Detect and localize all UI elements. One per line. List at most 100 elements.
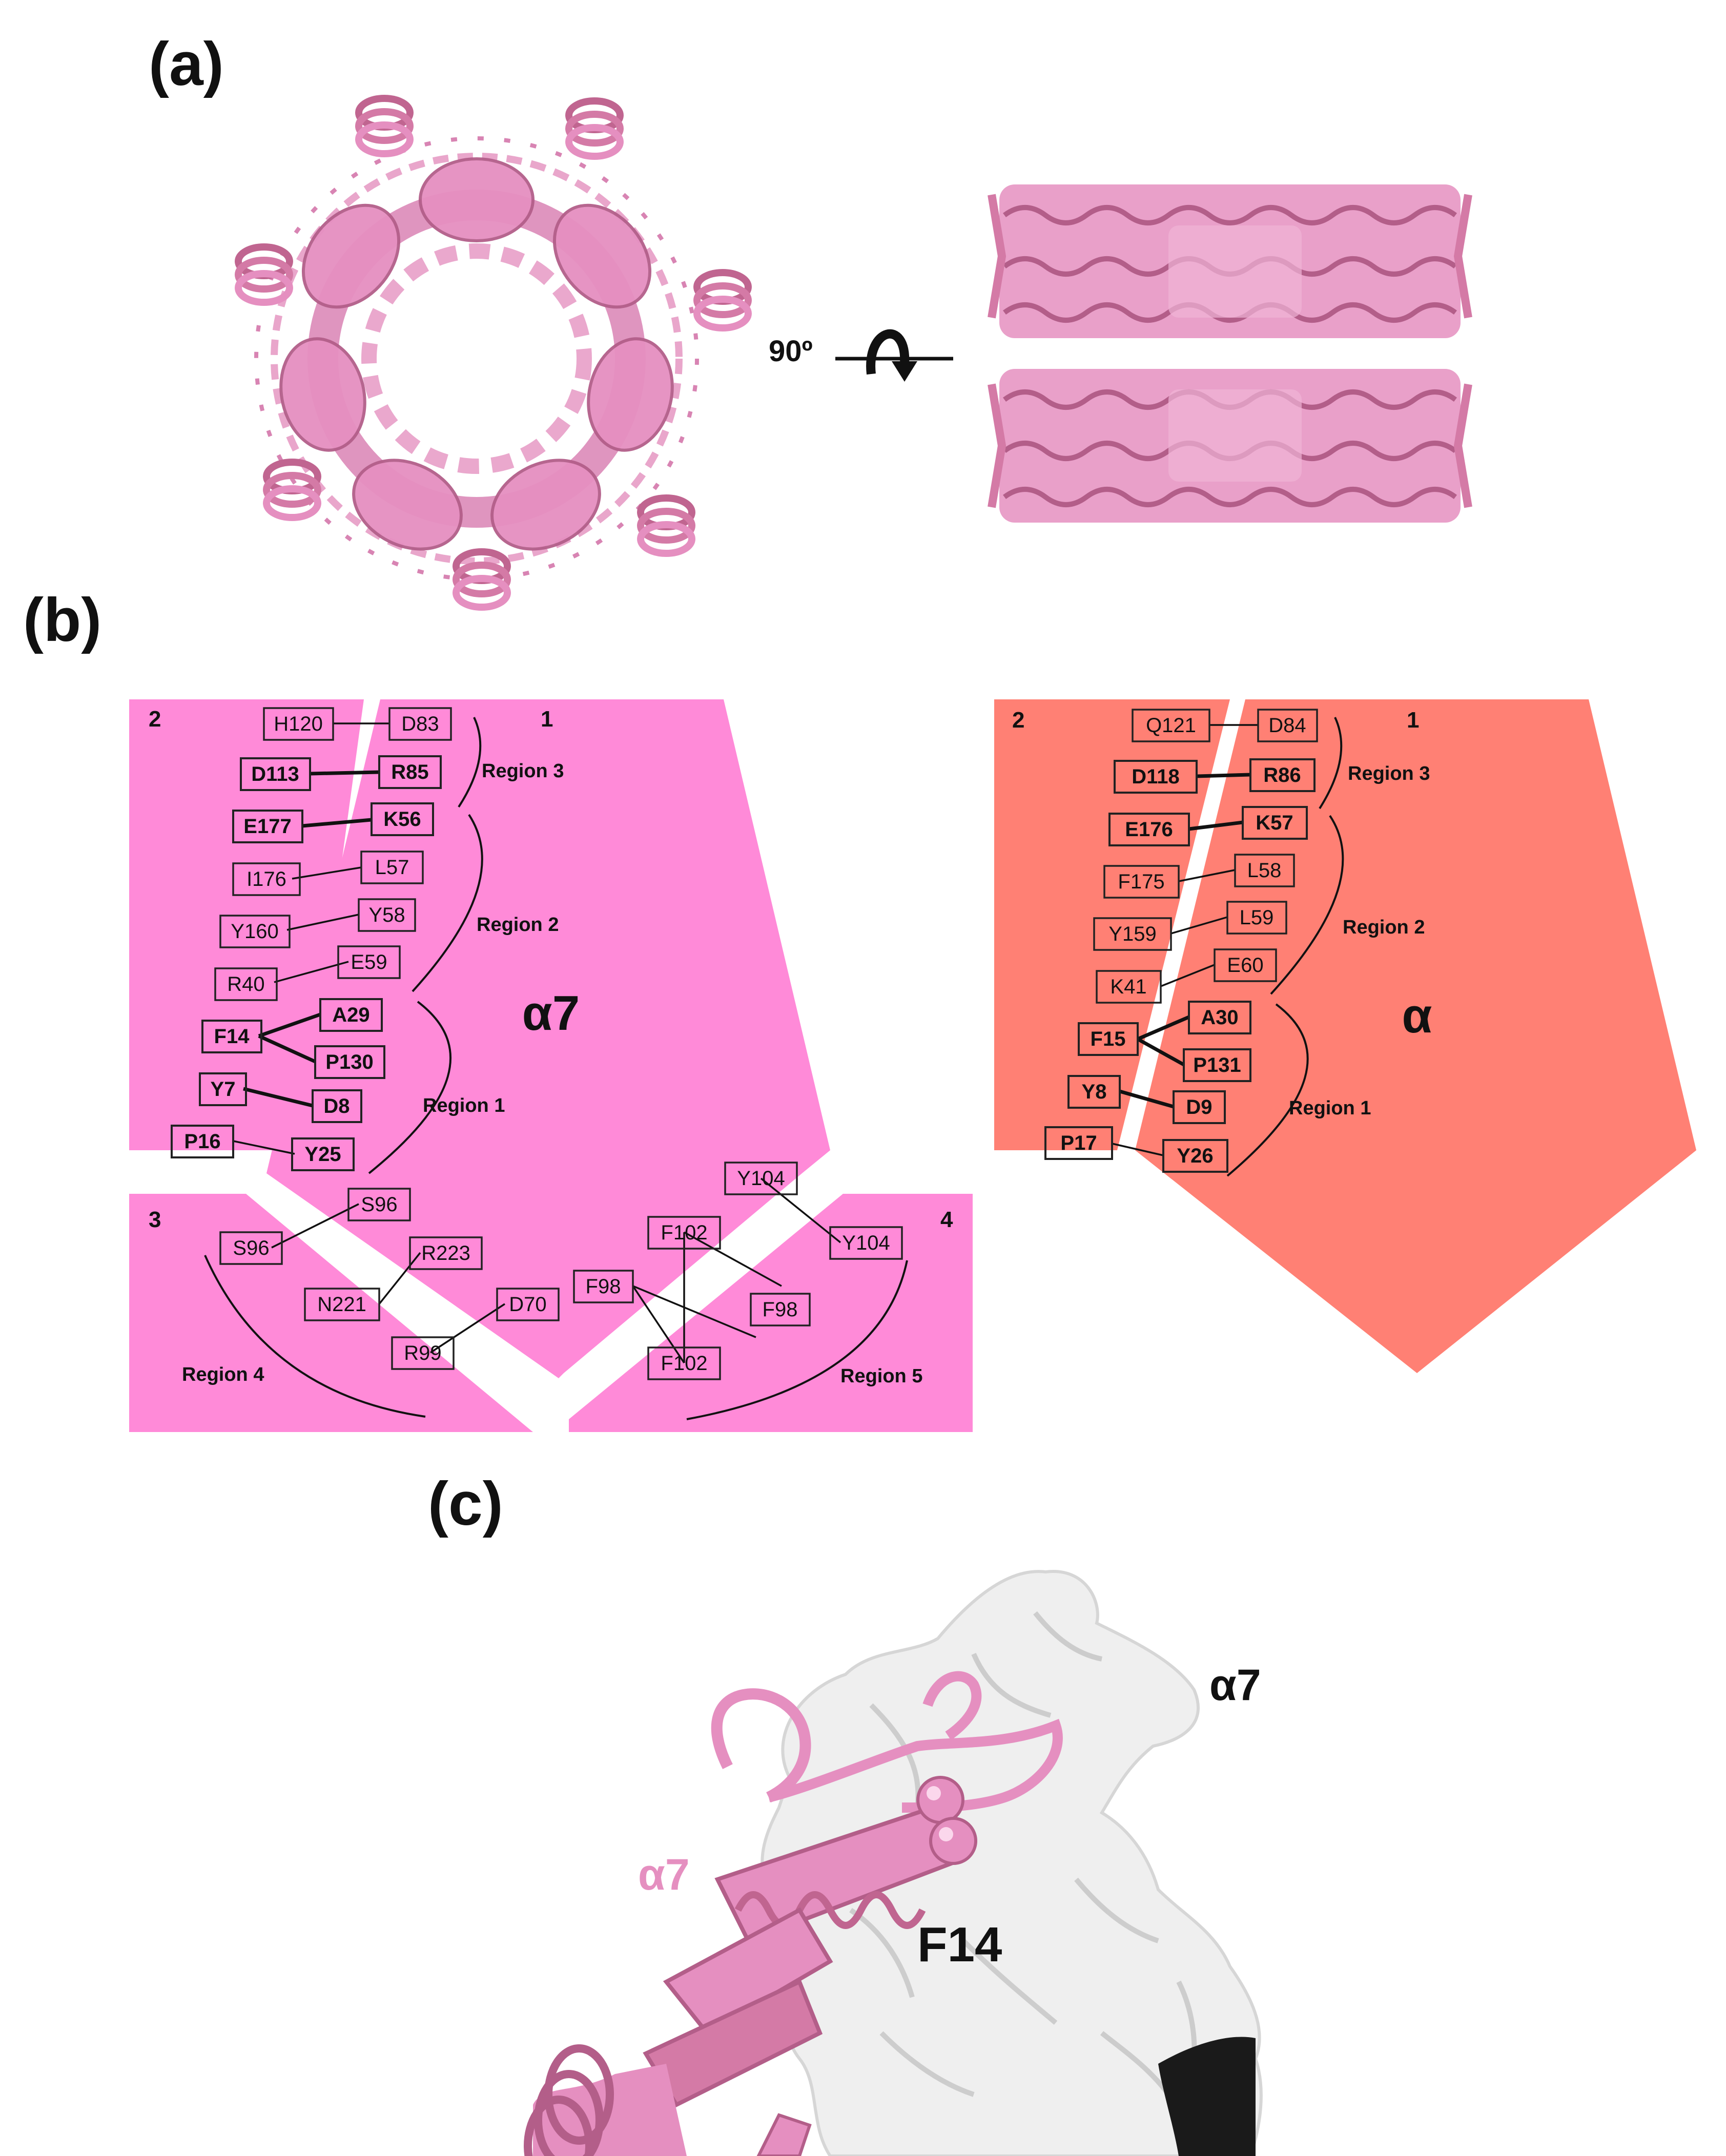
alpha-name: α	[1402, 988, 1432, 1043]
residue-box: E176	[1108, 813, 1190, 846]
svg-text:R40: R40	[227, 973, 264, 996]
alpha7-subunit-2-number: 2	[149, 707, 161, 732]
svg-text:K57: K57	[1256, 812, 1293, 834]
panel-c-figure: α7 α7 F14	[524, 1570, 1263, 2156]
svg-text:R85: R85	[391, 761, 428, 783]
residue-box: K57	[1242, 806, 1308, 840]
alpha-subunits	[994, 699, 1696, 1373]
svg-text:L59: L59	[1240, 906, 1274, 929]
svg-text:Y26: Y26	[1177, 1145, 1213, 1167]
alpha7-region-arcs	[204, 717, 908, 1420]
alpha7-links	[233, 722, 841, 1363]
residue-box: E177	[232, 810, 303, 843]
rotation-arrow-icon	[835, 329, 953, 382]
svg-text:D9: D9	[1186, 1096, 1212, 1118]
residue-box: F14	[201, 1020, 262, 1053]
alpha-subunit-2	[994, 699, 1230, 1150]
svg-text:Y104: Y104	[737, 1167, 785, 1190]
panel-a-label: (a)	[149, 30, 224, 98]
svg-text:F102: F102	[661, 1221, 707, 1244]
residue-box: F98	[573, 1270, 634, 1303]
residue-box: E60	[1214, 948, 1277, 982]
svg-text:H120: H120	[274, 713, 323, 735]
alpha7-subunit-4-number: 4	[940, 1207, 953, 1232]
svg-text:R99: R99	[404, 1342, 441, 1364]
residue-box: P130	[314, 1045, 385, 1079]
svg-text:P130: P130	[325, 1051, 373, 1073]
panel-c-label: (c)	[428, 1469, 503, 1538]
residue-box: Y104	[724, 1162, 798, 1195]
svg-text:E59: E59	[351, 951, 387, 973]
alpha7-surface	[761, 1570, 1263, 2156]
residue-box: R85	[378, 755, 442, 789]
alpha-region-labels: Region 3 Region 2 Region 1	[1289, 763, 1430, 1119]
residue-box: Y104	[829, 1226, 903, 1260]
alpha7-subunit-3-number: 3	[149, 1207, 161, 1232]
alpha7-subunits	[129, 699, 973, 1432]
residue-box: Y8	[1067, 1075, 1121, 1109]
alpha7-residues: H120 D83 D113 R85 E177 K56 I176 L57 Y160…	[171, 707, 903, 1380]
svg-text:F14: F14	[214, 1025, 250, 1048]
residue-box: N221	[304, 1288, 380, 1321]
svg-text:S96: S96	[233, 1237, 269, 1259]
svg-text:R86: R86	[1263, 764, 1301, 786]
svg-text:S96: S96	[361, 1193, 397, 1216]
residue-box: A30	[1188, 1001, 1251, 1034]
alpha7-subunit-4	[569, 1194, 973, 1432]
alpha7-region-4-label: Region 4	[182, 1364, 264, 1385]
f14-sphere	[916, 1776, 964, 1824]
residue-box: P17	[1044, 1126, 1113, 1160]
residue-box: R40	[214, 967, 278, 1001]
svg-text:K41: K41	[1110, 976, 1146, 998]
alpha-subunit-1-number: 1	[1407, 708, 1419, 733]
svg-text:Y160: Y160	[231, 920, 278, 943]
residue-box: P16	[171, 1125, 234, 1158]
alpha-region-1-label: Region 1	[1289, 1097, 1371, 1119]
residue-box: D113	[240, 757, 311, 791]
residue-box: A29	[319, 998, 383, 1032]
surface-alpha7-label: α7	[1209, 1661, 1261, 1710]
alpha-region-arcs	[1226, 717, 1344, 1177]
panel-b-diagram: 2 1 3 4 2 1 α7 α Region	[129, 699, 1696, 1432]
alpha-subunit-2-number: 2	[1012, 708, 1024, 733]
residue-box: F15	[1078, 1022, 1139, 1056]
svg-text:F175: F175	[1118, 870, 1164, 893]
panel-b-label: (b)	[23, 586, 102, 654]
svg-text:F15: F15	[1091, 1028, 1126, 1050]
svg-text:Y25: Y25	[304, 1143, 341, 1166]
subunit-numbers: 2 1 3 4 2 1	[149, 707, 1419, 1232]
svg-text:Y159: Y159	[1108, 923, 1156, 945]
alpha7-region-5-label: Region 5	[840, 1365, 922, 1387]
svg-text:D70: D70	[509, 1293, 546, 1316]
alpha-region-3-label: Region 3	[1348, 763, 1430, 784]
svg-text:F102: F102	[661, 1352, 707, 1375]
svg-text:A30: A30	[1201, 1006, 1238, 1029]
residue-box: Y159	[1093, 917, 1172, 951]
svg-text:F98: F98	[763, 1298, 798, 1321]
svg-text:N221: N221	[317, 1293, 366, 1316]
alpha-subunit-1	[1135, 699, 1696, 1373]
residue-box: R86	[1249, 758, 1316, 792]
residue-box: Y58	[358, 898, 416, 932]
svg-text:E60: E60	[1227, 954, 1263, 977]
svg-text:P131: P131	[1193, 1054, 1241, 1076]
svg-text:Q121: Q121	[1146, 714, 1196, 737]
alpha-region-2-label: Region 2	[1343, 917, 1425, 938]
residue-box: K41	[1096, 970, 1162, 1004]
residue-box: S96	[347, 1188, 411, 1221]
svg-text:F98: F98	[586, 1275, 621, 1298]
alpha7-cartoon	[524, 1671, 1063, 2156]
cartoon-alpha7-label: α7	[638, 1850, 690, 1899]
residue-box: F102	[647, 1216, 721, 1250]
alpha-links	[1112, 724, 1258, 1156]
svg-text:P16: P16	[184, 1130, 220, 1153]
alpha7-region-3-label: Region 3	[482, 760, 564, 782]
side-view-barrel	[988, 184, 1472, 523]
residue-box: R99	[391, 1336, 455, 1370]
residue-box: D83	[388, 707, 452, 741]
f14-sphere	[929, 1817, 977, 1865]
svg-text:K56: K56	[383, 808, 421, 831]
residue-box: Y160	[219, 915, 291, 948]
alpha7-subunit-1	[266, 699, 830, 1378]
alpha7-region-labels: Region 3 Region 2 Region 1 Region 4 Regi…	[182, 760, 922, 1387]
